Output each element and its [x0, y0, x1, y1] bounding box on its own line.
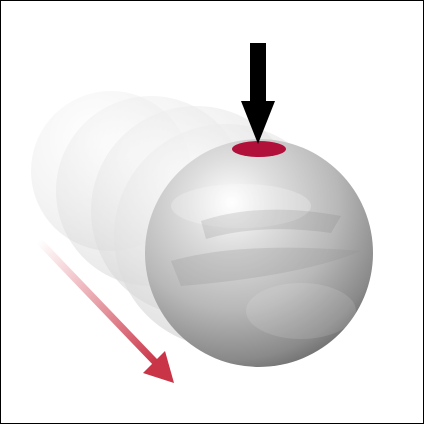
rolling-ball [145, 139, 373, 367]
contact-patch-ellipse [232, 141, 286, 157]
